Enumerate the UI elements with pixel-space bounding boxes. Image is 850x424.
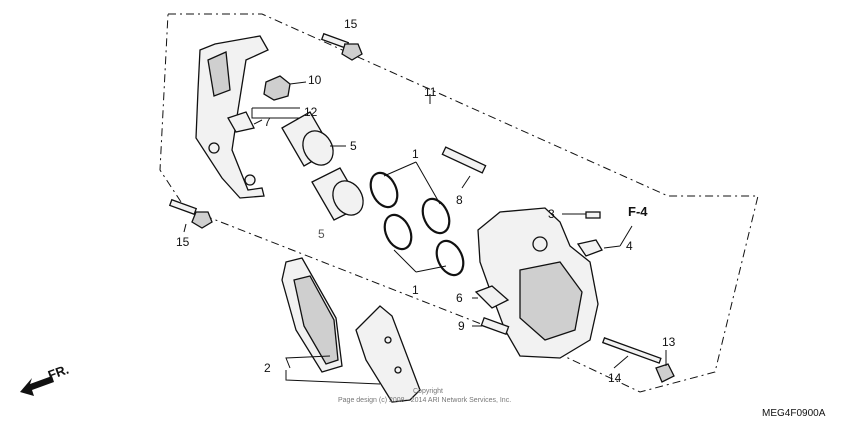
callout-1-upper: 1: [412, 147, 419, 161]
pad-spring-clip-part[interactable]: [227, 111, 255, 133]
callout-1-lower: 1: [412, 283, 419, 297]
callout-14: 14: [608, 371, 622, 385]
brake-pad-part-left[interactable]: [281, 257, 343, 373]
callout-8: 8: [456, 193, 463, 207]
callout-11: 11: [424, 85, 437, 99]
bleed-valve-part[interactable]: [585, 211, 601, 219]
callout-13: 13: [662, 335, 676, 349]
front-direction-arrow-icon: [20, 376, 54, 396]
callout-2: 2: [264, 361, 271, 375]
callout-5-lower: 5: [318, 227, 325, 241]
leader-lines: [183, 43, 667, 385]
piston-part-upper[interactable]: [281, 111, 339, 171]
callout-15-lower: 15: [176, 235, 190, 249]
bolt-part-lower[interactable]: [168, 198, 213, 229]
piston-seal-set[interactable]: [366, 169, 469, 280]
callout-15-upper: 15: [344, 17, 358, 31]
callout-4: 4: [626, 239, 633, 253]
callout-12: 12: [304, 105, 318, 119]
bolt-part-upper[interactable]: [320, 32, 363, 61]
caliper-body[interactable]: [477, 207, 599, 359]
pad-spring-part[interactable]: [474, 285, 510, 309]
bleeder-cap-part[interactable]: [263, 75, 291, 101]
callout-10: 10: [308, 73, 322, 87]
direction-label: FR.: [46, 362, 71, 383]
brake-pad-part-right[interactable]: [355, 305, 421, 403]
caliper-pin-part[interactable]: [480, 316, 510, 336]
copyright-line-2: Page design (c) 2008 - 2014 ARI Network …: [338, 397, 511, 404]
callout-5-upper: 5: [350, 139, 357, 153]
slide-pin-part[interactable]: [441, 146, 487, 174]
pad-pin-part[interactable]: [601, 337, 662, 364]
callout-3: 3: [548, 207, 555, 221]
callout-6: 6: [456, 291, 463, 305]
piston-part-lower[interactable]: [311, 167, 369, 221]
callout-7: 7: [264, 115, 271, 129]
copyright-line-1: Copyright: [413, 388, 443, 395]
diagram-code: MEG4F0900A: [762, 408, 826, 419]
reference-label: F-4: [628, 204, 648, 219]
bleed-cap-part[interactable]: [576, 239, 603, 257]
callout-9: 9: [458, 319, 465, 333]
pad-pin-plug-part[interactable]: [655, 363, 675, 383]
assembly-outline: [159, 13, 759, 393]
